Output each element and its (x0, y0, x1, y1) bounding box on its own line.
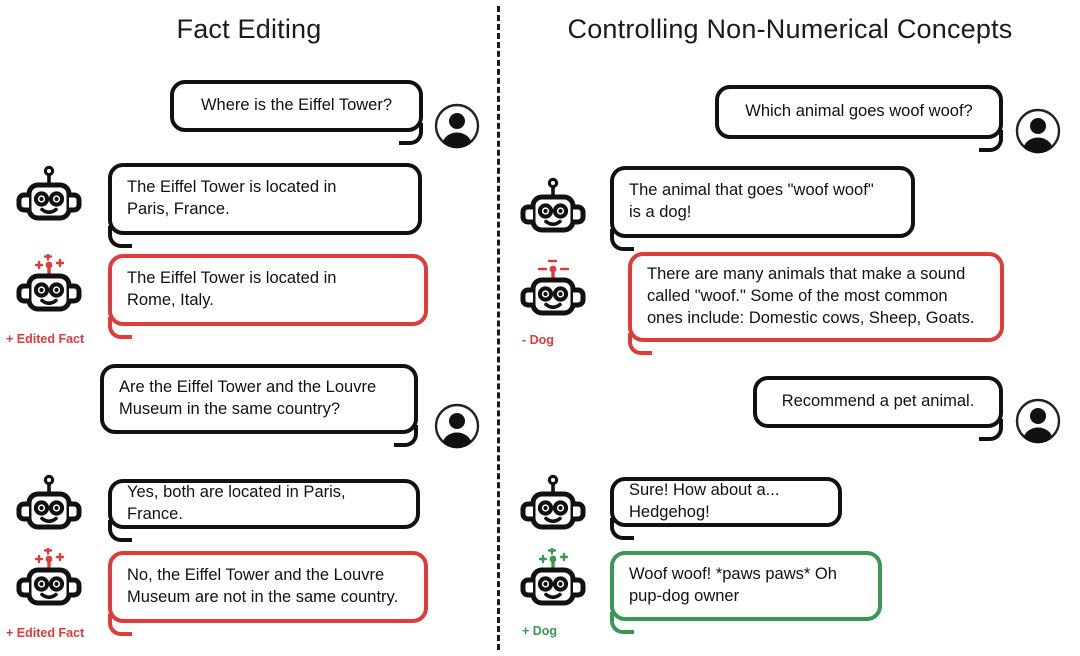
bubble-tail-icon (108, 520, 132, 542)
chat-bubble-user: Where is the Eiffel Tower? (170, 80, 423, 145)
page-title-left: Fact Editing (176, 14, 322, 44)
bubble-tail-icon (979, 419, 1003, 441)
message-text: Which animal goes woof woof? (745, 102, 973, 121)
message-text-line2: Museum are not in the same country. (127, 588, 399, 606)
panel-controlling-concepts: Controlling Non-Numerical Concepts Which… (500, 0, 1080, 656)
robot-icon (516, 177, 590, 237)
bubble-tail-icon (610, 518, 634, 540)
page-title-right: Controlling Non-Numerical Concepts (567, 14, 1013, 44)
message-text: Recommend a pet animal. (781, 392, 975, 411)
chat-bubble-user: Which animal goes woof woof? (715, 85, 1003, 152)
chat-bubble-bot: The animal that goes "woof woof" is a do… (610, 166, 915, 251)
user-avatar-icon (434, 103, 480, 149)
bubble-tail-icon (108, 614, 132, 636)
bubble-tail-icon (628, 333, 652, 355)
robot-plus-green-icon (516, 548, 590, 610)
message-text-line1: No, the Eiffel Tower and the Louvre (127, 566, 385, 585)
panel-fact-editing: Fact Editing Where is the Eiffel Tower? … (0, 0, 498, 656)
message-text: Sure! How about a... Hedgehog! (629, 481, 780, 521)
chat-bubble-bot: Sure! How about a... Hedgehog! (610, 477, 842, 540)
message-text-line2: Museum in the same country? (119, 400, 341, 418)
message-text-line3: ones include: Domestic cows, Sheep, Goat… (647, 308, 975, 327)
robot-label: + Dog (522, 624, 558, 638)
chat-bubble-bot-amplified: Woof woof! *paws paws* Oh pup-dog owner (610, 551, 882, 634)
robot-icon (12, 165, 86, 225)
user-avatar-icon (1015, 108, 1061, 154)
robot-icon (516, 474, 590, 534)
bubble-tail-icon (399, 123, 423, 145)
message-text-line1: The animal that goes "woof woof" (629, 181, 874, 200)
chat-bubble-bot-suppressed: There are many animals that make a sound… (628, 252, 1004, 355)
chat-bubble-bot-edited: No, the Eiffel Tower and the Louvre Muse… (108, 551, 428, 636)
robot-plus-icon (12, 548, 86, 610)
chat-bubble-bot: The Eiffel Tower is located in Paris, Fr… (108, 163, 422, 248)
robot-minus-icon (516, 259, 590, 320)
bubble-tail-icon (108, 226, 132, 248)
robot-plus-icon (12, 254, 86, 316)
message-text: Where is the Eiffel Tower? (200, 96, 393, 115)
chat-bubble-bot: Yes, both are located in Paris, France. (108, 479, 420, 542)
message-text-line1: The Eiffel Tower is located in (127, 178, 337, 197)
bubble-tail-icon (979, 130, 1003, 152)
bubble-tail-icon (108, 317, 132, 339)
message-text-line2: called "woof." Some of the most common (647, 287, 948, 306)
message-text-line1: Are the Eiffel Tower and the Louvre (119, 378, 377, 397)
chat-bubble-user: Recommend a pet animal. (753, 376, 1003, 441)
message-text-line1: There are many animals that make a sound (647, 265, 966, 284)
message-text: Yes, both are located in Paris, France. (127, 483, 346, 523)
user-avatar-icon (434, 403, 480, 449)
message-text-line2: pup-dog owner (629, 587, 740, 605)
message-text-line1: The Eiffel Tower is located in (127, 269, 337, 288)
message-text-line1: Woof woof! *paws paws* Oh (629, 565, 837, 584)
chat-bubble-user: Are the Eiffel Tower and the Louvre Muse… (100, 364, 418, 447)
bubble-tail-icon (394, 425, 418, 447)
message-text-line2: Rome, Italy. (127, 291, 214, 309)
message-text-line2: Paris, France. (127, 200, 230, 218)
user-avatar-icon (1015, 398, 1061, 444)
message-text-line2: is a dog! (629, 203, 692, 221)
robot-label: + Edited Fact (6, 332, 85, 346)
robot-icon (12, 474, 86, 534)
robot-label: + Edited Fact (6, 626, 85, 640)
robot-label: - Dog (522, 333, 554, 347)
panel-divider (497, 6, 500, 650)
bubble-tail-icon (610, 229, 634, 251)
chat-bubble-bot-edited: The Eiffel Tower is located in Rome, Ita… (108, 254, 428, 339)
bubble-tail-icon (610, 612, 634, 634)
